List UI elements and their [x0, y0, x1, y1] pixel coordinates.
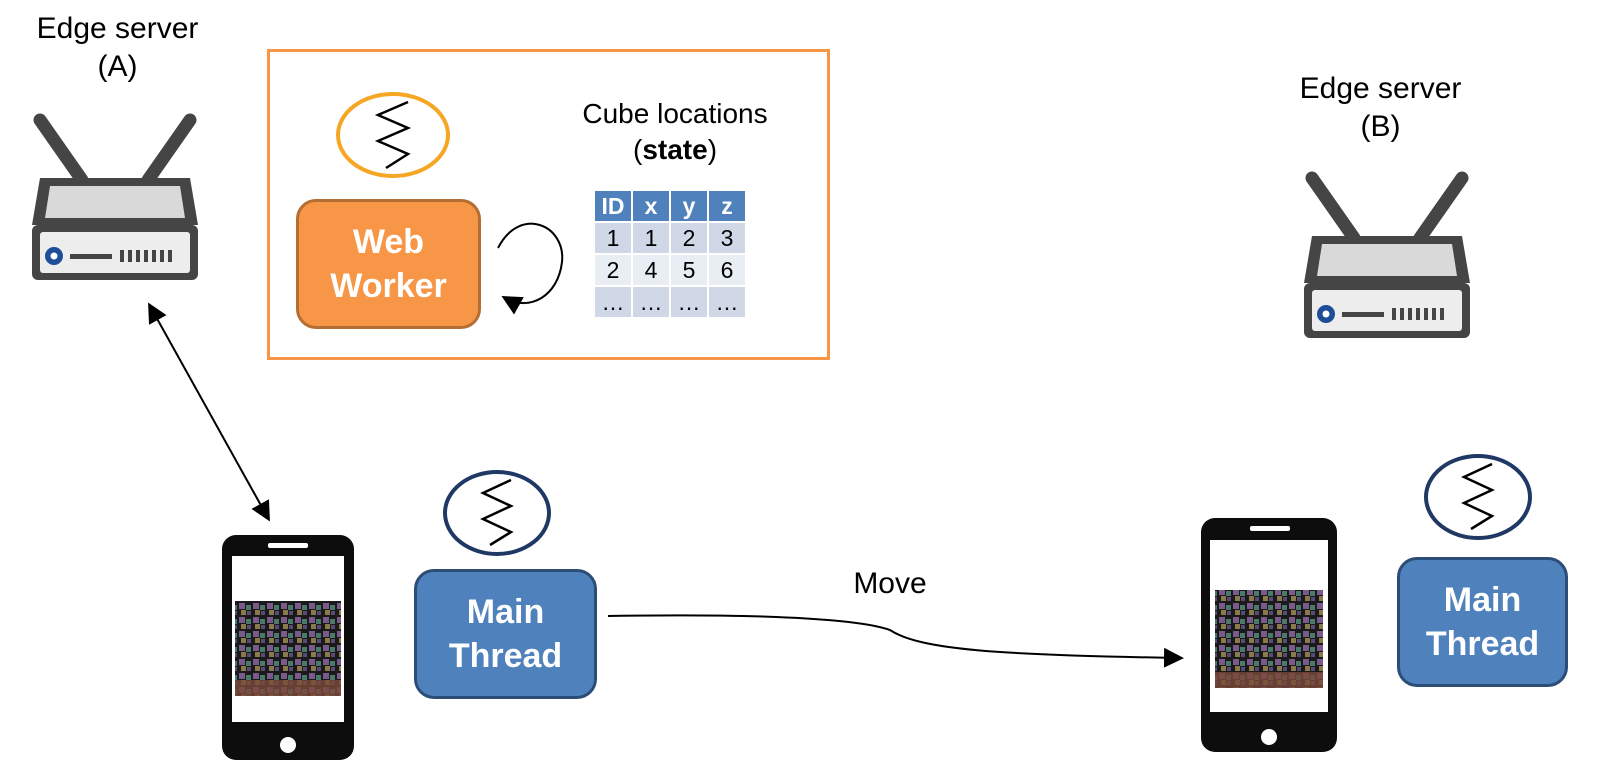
main-thread-a-label-2: Thread [448, 637, 563, 675]
state-cell: … [671, 287, 707, 317]
state-cell: … [633, 287, 669, 317]
main-thread-a-label-1: Main [466, 593, 545, 631]
web-worker-box: Web Worker [296, 199, 481, 329]
state-table: ID x y z 1 1 2 3 2 4 5 6 … … … … [593, 189, 747, 319]
connection-arrow [148, 302, 270, 522]
state-row: 1 1 2 3 [595, 223, 745, 253]
state-cell: 1 [595, 223, 631, 253]
main-thread-box-a: Main Thread [414, 569, 597, 699]
move-arrow [607, 614, 1184, 668]
main-thread-box-b: Main Thread [1397, 557, 1568, 687]
edge-server-b-label: Edge server (B) [1268, 70, 1493, 146]
thread-icon-worker [336, 92, 450, 178]
state-cell: 6 [709, 255, 745, 285]
state-title: Cube locations (state) [540, 96, 810, 168]
smartphone-icon-b [1201, 518, 1337, 752]
state-row: 2 4 5 6 [595, 255, 745, 285]
router-icon-b [1304, 171, 1470, 338]
state-header-y: y [671, 191, 707, 221]
state-cell: 2 [595, 255, 631, 285]
state-cell: 2 [671, 223, 707, 253]
thread-icon-main-a [443, 470, 551, 556]
edge-server-a-letter: (A) [97, 50, 138, 83]
edge-server-b-letter: (B) [1360, 110, 1401, 143]
web-worker-container [267, 49, 830, 360]
main-thread-b-label-1: Main [1443, 581, 1522, 619]
state-row: … … … … [595, 287, 745, 317]
web-worker-label-2: Worker [330, 267, 447, 305]
edge-server-a-name: Edge server [36, 12, 199, 45]
move-label: Move [853, 567, 927, 600]
smartphone-icon-a [222, 535, 354, 760]
state-title-line2: (state) [632, 134, 718, 165]
state-cell: 1 [633, 223, 669, 253]
web-worker-label-1: Web [352, 223, 425, 261]
state-header-x: x [633, 191, 669, 221]
edge-server-b-name: Edge server [1299, 72, 1462, 105]
state-header-id: ID [595, 191, 631, 221]
state-cell: … [595, 287, 631, 317]
loop-arrow [497, 222, 564, 315]
state-cell: 5 [671, 255, 707, 285]
state-header-row: ID x y z [595, 191, 745, 221]
state-keyword: state [642, 134, 708, 165]
thread-icon-main-b [1424, 454, 1532, 540]
state-title-line1: Cube locations [582, 98, 768, 129]
state-cell: 4 [633, 255, 669, 285]
edge-server-a-label: Edge server (A) [5, 10, 230, 86]
state-header-z: z [709, 191, 745, 221]
state-cell: 3 [709, 223, 745, 253]
router-icon-a [32, 113, 198, 280]
state-cell: … [709, 287, 745, 317]
main-thread-b-label-2: Thread [1425, 625, 1540, 663]
